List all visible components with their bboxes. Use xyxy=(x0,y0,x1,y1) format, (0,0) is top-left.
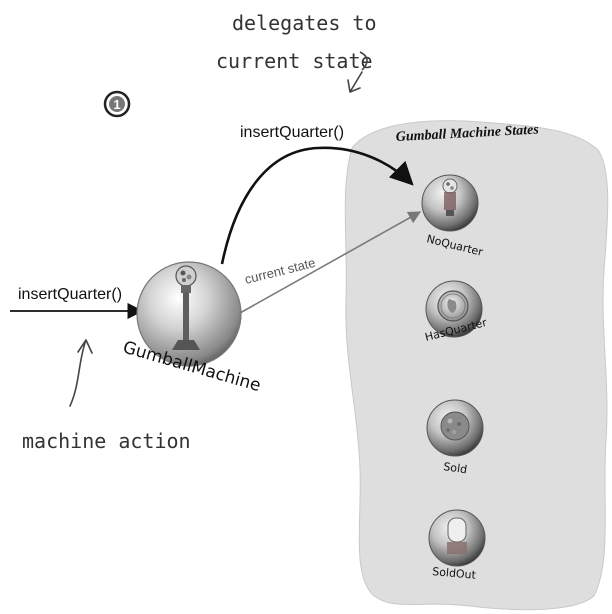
gumball-icon xyxy=(440,411,470,441)
empty-machine-icon xyxy=(447,517,467,554)
delegates-annotation-line1: delegates to xyxy=(232,11,377,35)
gumball-machine-icon xyxy=(172,265,200,350)
step-number-badge: 1 xyxy=(103,90,131,118)
state-label-sold: Sold xyxy=(443,460,468,476)
machine-action-annotation: machine action xyxy=(22,429,191,453)
current-state-label: current state xyxy=(243,255,317,287)
delegates-pointer-arrow-icon xyxy=(347,71,363,93)
incoming-call-label: insertQuarter() xyxy=(18,286,122,303)
states-panel-blob xyxy=(344,120,609,611)
quarter-coin-icon xyxy=(437,290,469,322)
state-sold: Sold xyxy=(426,399,484,476)
state-noquarter: NoQuarter xyxy=(421,174,485,259)
state-soldout: SoldOut xyxy=(428,509,486,582)
step-number-text: 1 xyxy=(113,97,120,112)
delegates-annotation-line2: current state xyxy=(216,49,373,73)
current-state-arrow xyxy=(239,211,422,314)
delegates-bracket-icon xyxy=(359,51,368,71)
gumball-machine-icon xyxy=(442,178,458,216)
delegated-call-label: insertQuarter() xyxy=(240,124,344,141)
delegation-arrow xyxy=(220,146,414,265)
state-label-soldout: SoldOut xyxy=(432,565,477,582)
gumball-machine-context: GumballMachine xyxy=(121,261,263,396)
machine-action-pointer-icon xyxy=(69,339,93,407)
